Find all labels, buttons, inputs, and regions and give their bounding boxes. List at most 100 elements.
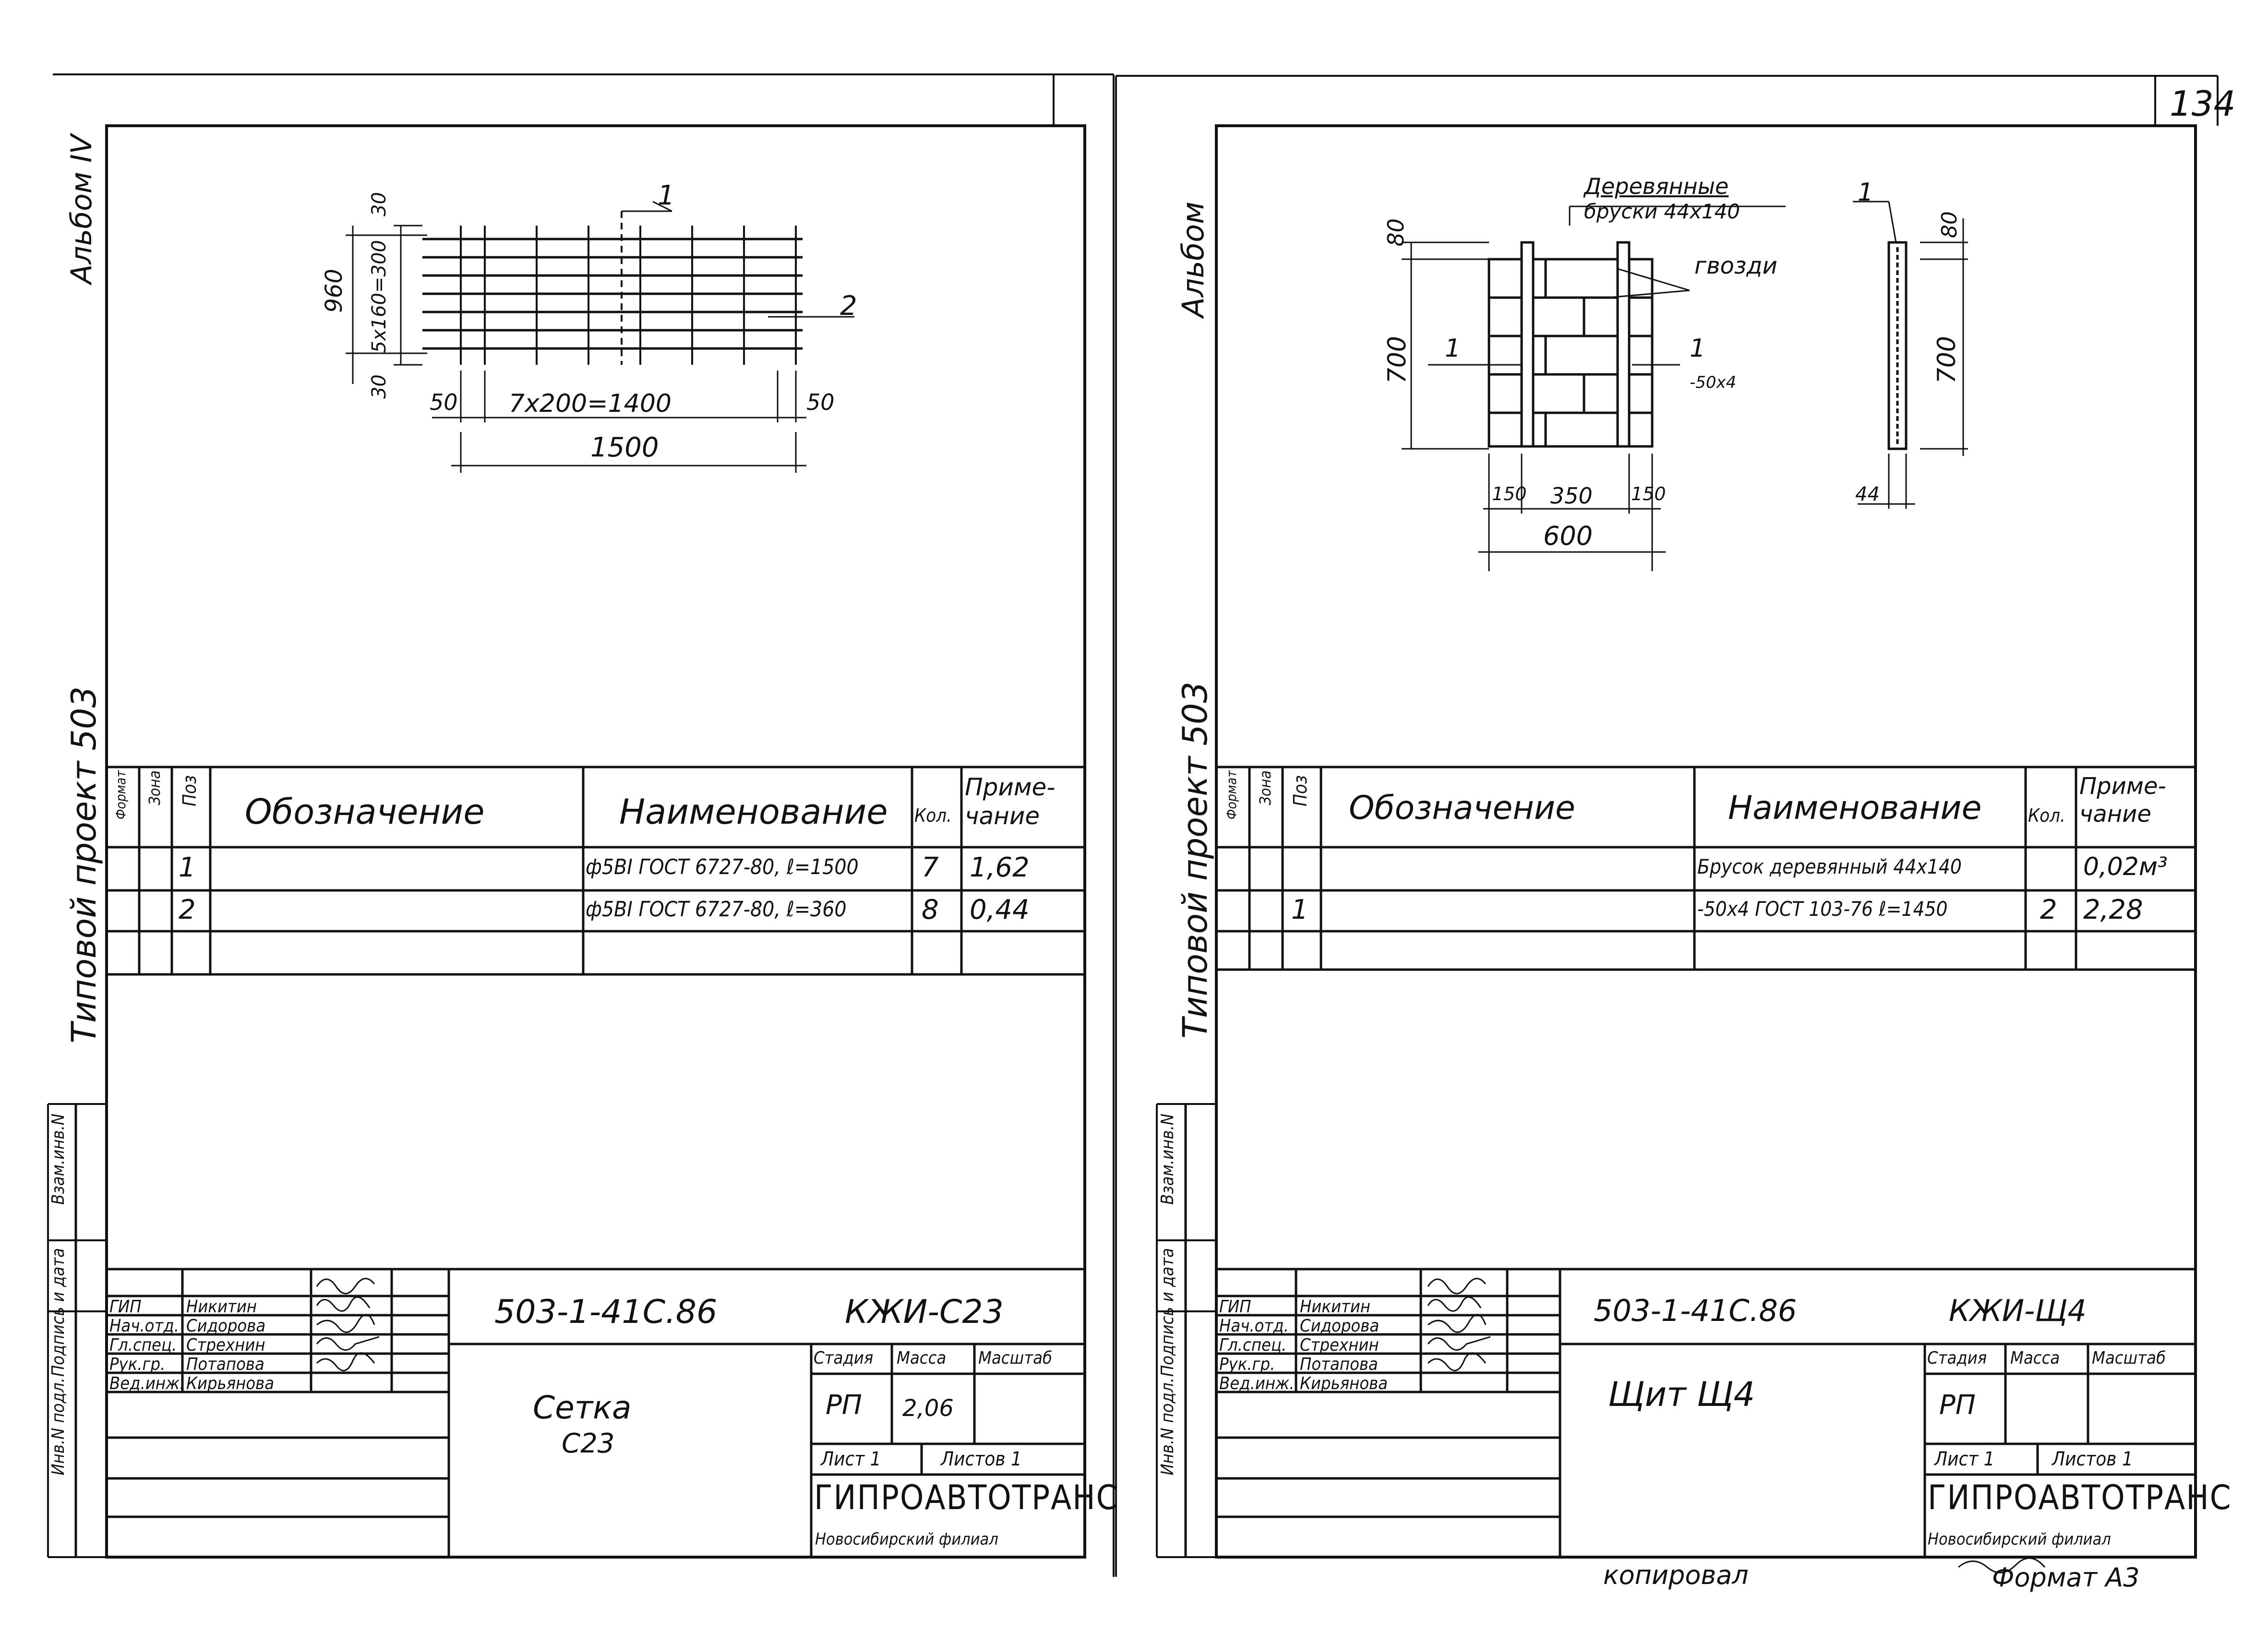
right-row2-note: 2,28: [2083, 894, 2143, 925]
left-dim-960: 960: [321, 269, 348, 313]
page-number: 134: [2170, 84, 2236, 124]
left-hdr-zone: Зона: [145, 770, 164, 805]
right-hdr-zone: Зона: [1256, 770, 1274, 805]
right-stamp-inv: Инв.N подл.: [1158, 1378, 1177, 1476]
left-row2-note: 0,44: [970, 894, 1030, 925]
left-row1-name: ф5ВI ГОСТ 6727-80, ℓ=1500: [586, 855, 859, 879]
left-hdr-qty: Кол.: [914, 805, 952, 826]
right-row2-pos: 1: [1291, 894, 1308, 925]
left-row1-pos: 1: [179, 852, 196, 883]
right-hdr-name: Наименование: [1728, 789, 1982, 827]
left-name-2: Сидорова: [186, 1316, 266, 1336]
left-hdr-pos: Поз: [179, 775, 200, 806]
right-dim-700b: 700: [1932, 336, 1961, 384]
right-series-label: Типовой проект 503: [1176, 682, 1215, 1039]
right-label-wood2: бруски 44x140: [1584, 200, 1740, 223]
left-hdr-note: Приме-чание: [965, 773, 1056, 830]
right-role-4: Рук.гр.: [1219, 1355, 1275, 1374]
footer-copied: копировал: [1603, 1560, 1749, 1590]
right-stage: РП: [1939, 1390, 1976, 1421]
left-dim-5x160: 5x160=300: [368, 240, 390, 353]
right-name-2: Сидорова: [1300, 1316, 1380, 1336]
left-doc-code: 503-1-41С.86: [494, 1293, 718, 1331]
left-stage: РП: [826, 1390, 862, 1421]
right-dim-80b: 80: [1937, 211, 1962, 238]
right-strip: -50x4: [1690, 373, 1737, 392]
left-title-2: С23: [562, 1428, 615, 1459]
right-role-5: Вед.инж.: [1219, 1374, 1295, 1393]
right-dim-150b: 150: [1631, 483, 1666, 504]
left-album-label: Альбом IV: [65, 134, 98, 284]
right-hdr-format: Формат: [1224, 770, 1239, 820]
right-scale-label: Масштаб: [2092, 1348, 2166, 1368]
right-dim-600: 600: [1543, 521, 1593, 551]
right-stamp-sign: Подпись и дата: [1158, 1248, 1177, 1377]
left-doc-mark: КЖИ-С23: [845, 1293, 1004, 1331]
right-name-1: Никитин: [1300, 1297, 1371, 1317]
left-hdr-designation: Обозначение: [245, 792, 485, 832]
right-doc-code: 503-1-41С.86: [1594, 1293, 1797, 1328]
right-label-wood: Деревянные: [1584, 173, 1729, 199]
left-row1-note: 1,62: [970, 852, 1030, 883]
left-stamp-repl: Взам.инв.N: [48, 1114, 68, 1205]
left-dim-30a: 30: [368, 192, 390, 216]
right-org-logo: ГИПРОАВТОТРАНС: [1928, 1478, 2232, 1517]
right-row1-note: 0,02м³: [2083, 852, 2168, 881]
right-mass-label: Масса: [2010, 1348, 2060, 1368]
left-stamp-sign: Подпись и дата: [48, 1248, 68, 1377]
left-role-5: Вед.инж.: [109, 1374, 185, 1393]
right-name-5: Кирьянова: [1300, 1374, 1388, 1393]
right-row2-name: -50x4 ГОСТ 103-76 ℓ=1450: [1697, 897, 1948, 921]
left-dim-50a: 50: [430, 389, 458, 415]
right-doc-mark: КЖИ-Щ4: [1949, 1293, 2087, 1328]
right-stamp-repl: Взам.инв.N: [1158, 1114, 1177, 1205]
left-org-logo: ГИПРОАВТОТРАНС: [814, 1478, 1118, 1517]
right-dim-700a: 700: [1383, 336, 1412, 384]
right-row2-qty: 2: [2040, 894, 2057, 925]
right-dim-150a: 150: [1492, 483, 1527, 504]
right-role-2: Нач.отд.: [1219, 1316, 1289, 1336]
left-name-5: Кирьянова: [186, 1374, 275, 1393]
left-stamp-inv: Инв.N подл.: [48, 1378, 68, 1476]
left-hdr-format: Формат: [113, 770, 129, 820]
right-label-nails: гвозди: [1694, 252, 1777, 279]
right-dim-44: 44: [1855, 483, 1880, 505]
left-name-1: Никитин: [186, 1297, 257, 1317]
left-sheet-no: Лист 1: [821, 1448, 881, 1470]
right-album-label: Альбом: [1176, 202, 1211, 318]
left-role-3: Гл.спец.: [109, 1335, 177, 1355]
right-hdr-designation: Обозначение: [1349, 789, 1575, 827]
right-dim-80a: 80: [1383, 218, 1409, 247]
left-role-4: Рук.гр.: [109, 1355, 166, 1374]
right-role-1: ГИП: [1219, 1297, 1251, 1317]
left-scale-label: Масштаб: [978, 1348, 1052, 1368]
left-row2-name: ф5ВI ГОСТ 6727-80, ℓ=360: [586, 897, 847, 922]
right-name-3: Стрехнин: [1300, 1335, 1379, 1355]
right-row1-name: Брусок деревянный 44x140: [1697, 855, 1962, 878]
right-hdr-note: Приме-чание: [2079, 773, 2166, 828]
left-name-3: Стрехнин: [186, 1335, 265, 1355]
right-role-3: Гл.спец.: [1219, 1335, 1287, 1355]
footer-format: Формат А3: [1992, 1562, 2140, 1593]
left-row1-qty: 7: [922, 852, 939, 883]
left-sheets-total: Листов 1: [941, 1448, 1022, 1470]
left-dim-1500: 1500: [590, 432, 659, 463]
left-pos1: 1: [658, 180, 675, 211]
left-row2-qty: 8: [922, 894, 939, 925]
right-stage-label: Стадия: [1927, 1348, 1987, 1368]
left-stage-label: Стадия: [814, 1348, 874, 1368]
right-name-4: Потапова: [1300, 1355, 1378, 1374]
left-dim-30b: 30: [368, 374, 390, 399]
right-dim-350: 350: [1550, 483, 1593, 509]
right-sheet-no: Лист 1: [1934, 1448, 1995, 1470]
right-pos1c: 1: [1858, 178, 1874, 207]
left-dim-7x200: 7x200=1400: [509, 389, 672, 418]
right-pos1a: 1: [1445, 334, 1461, 363]
left-branch: Новосибирский филиал: [815, 1530, 998, 1549]
left-row2-pos: 2: [179, 894, 196, 925]
left-pos2: 2: [840, 290, 857, 322]
right-title: Щит Щ4: [1608, 1375, 1755, 1414]
left-series-label: Типовой проект 503: [64, 686, 104, 1044]
